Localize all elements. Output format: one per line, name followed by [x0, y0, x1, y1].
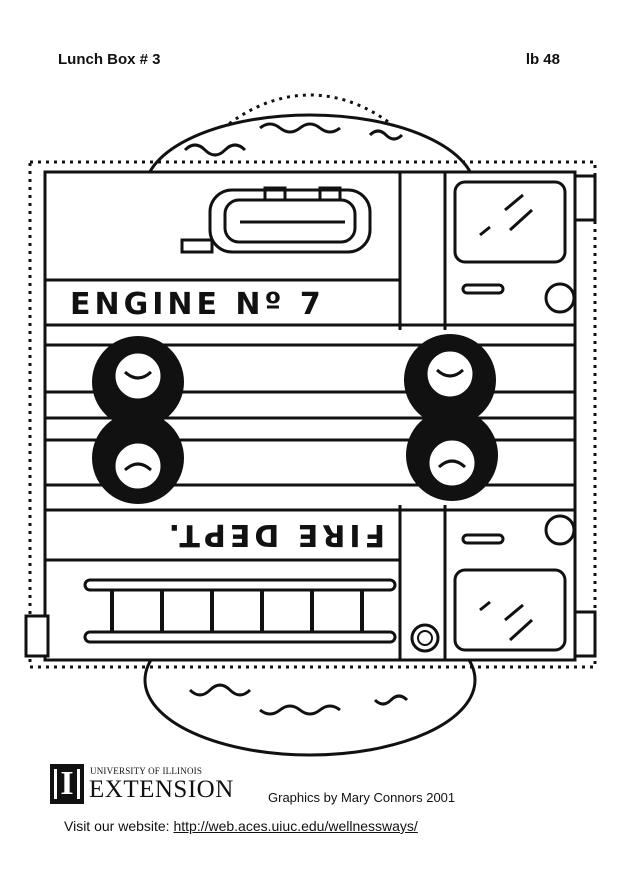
cut-rect-outline [28, 160, 597, 669]
wheel-top-right [404, 334, 496, 426]
rear-step-bottom [24, 614, 50, 658]
swirl-bottom [188, 683, 409, 716]
wheel-top-left [92, 336, 184, 428]
university-logo: I UNIVERSITY OF ILLINOIS EXTENSION [50, 764, 233, 806]
sheet-code: lb 48 [525, 51, 560, 68]
swirl-top [183, 122, 404, 157]
hose-nozzle [180, 238, 214, 254]
cab-window-bottom [453, 568, 567, 652]
wheel-bottom-left [92, 412, 184, 504]
engine-label: ENGINE Nº 7 [70, 287, 325, 322]
page-title: Lunch Box # 3 [58, 51, 161, 68]
door-handle-top [461, 283, 505, 295]
wheel-bottom-right [406, 409, 498, 501]
headlight-top [544, 282, 576, 314]
headlight-bottom [544, 514, 576, 546]
bumper-top [573, 174, 597, 222]
illinois-i-icon: I [50, 764, 84, 804]
logo-extension-text: EXTENSION [89, 776, 234, 803]
ladder [83, 578, 397, 644]
door-handle-bottom [461, 533, 505, 545]
graphics-credit: Graphics by Mary Connors 2001 [268, 790, 456, 805]
cab-window-top [453, 180, 567, 264]
website-label: Visit our website: [64, 818, 170, 834]
bumper-bottom [573, 610, 597, 658]
website-link[interactable]: http://web.aces.uiuc.edu/wellnessways/ [173, 818, 418, 834]
logo-university-text: UNIVERSITY OF ILLINOIS [90, 766, 203, 776]
dept-label: FIRE DEPT. [165, 517, 385, 552]
hub-light-bottom [410, 623, 440, 653]
website-line: Visit our website: http://web.aces.uiuc.… [64, 818, 418, 834]
